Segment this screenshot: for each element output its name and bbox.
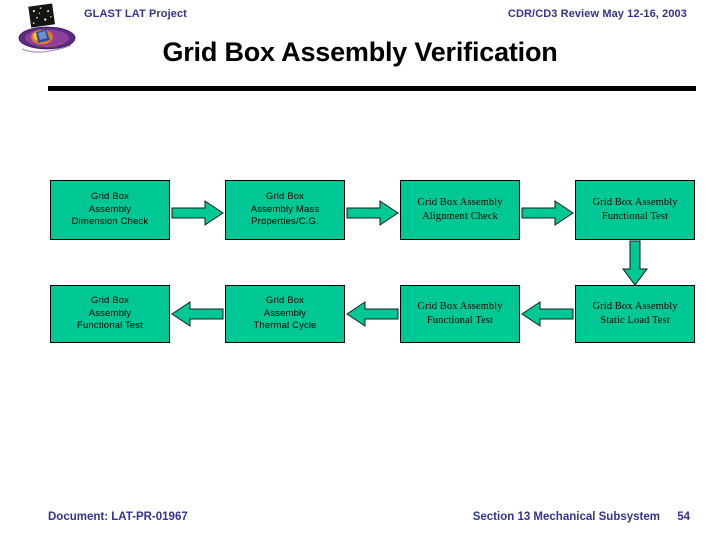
flow-arrow-1-to-2-icon bbox=[171, 200, 224, 226]
review-date-label: CDR/CD3 Review May 12-16, 2003 bbox=[507, 8, 687, 20]
project-label: GLAST LAT Project bbox=[84, 8, 187, 20]
flow-arrow-4-to-8-icon bbox=[622, 240, 648, 286]
section-label: Section 13 Mechanical Subsystem bbox=[472, 511, 660, 523]
flow-arrow-7-to-6-icon bbox=[346, 301, 399, 327]
flow-arrow-8-to-7-icon bbox=[521, 301, 574, 327]
document-number-label: Document: LAT-PR-01967 bbox=[48, 511, 188, 523]
flow-arrow-2-to-3-icon bbox=[346, 200, 399, 226]
flow-arrow-6-to-5-icon bbox=[171, 301, 224, 327]
page-number: 54 bbox=[677, 511, 690, 523]
flow-arrow-3-to-4-icon bbox=[521, 200, 574, 226]
page-title: Grid Box Assembly Verification bbox=[162, 37, 558, 67]
glast-mission-logo-icon bbox=[16, 2, 78, 56]
title-divider bbox=[48, 86, 696, 91]
